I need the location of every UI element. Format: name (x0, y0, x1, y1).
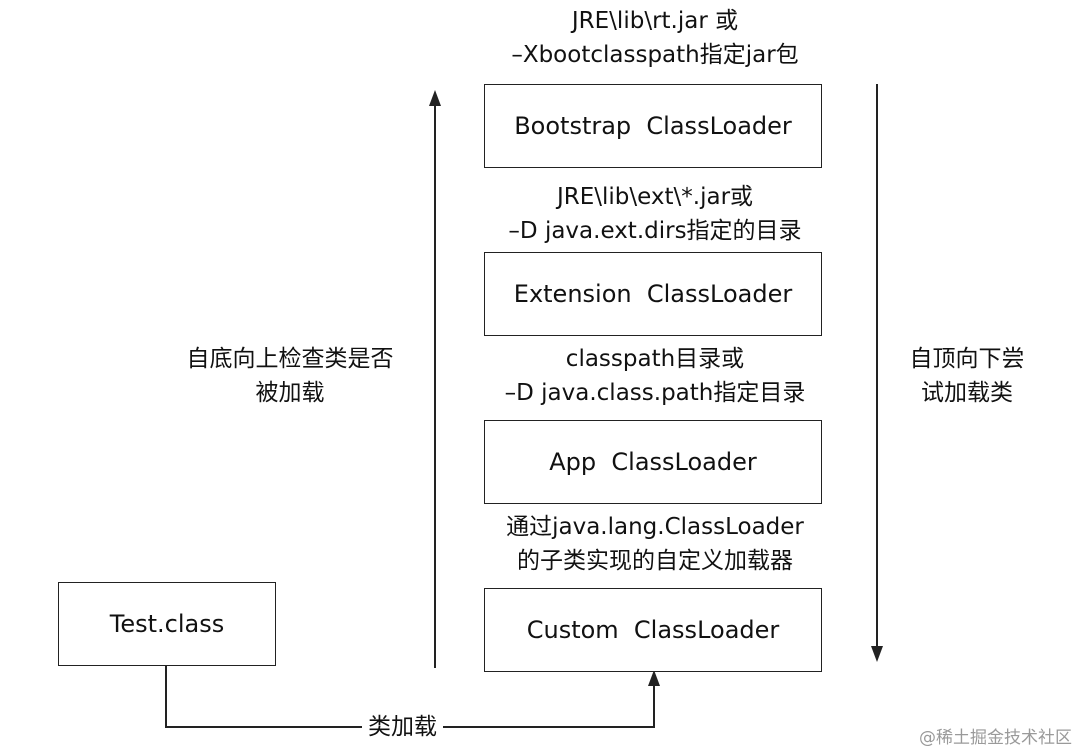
bootstrap-note: JRE\lib\rt.jar 或 –Xbootclasspath指定jar包 (511, 8, 799, 68)
app-note: classpath目录或 –D java.class.path指定目录 (504, 346, 806, 406)
custom-note: 通过java.lang.ClassLoader 的子类实现的自定义加载器 (506, 514, 804, 574)
bootstrap-classloader-box: Bootstrap ClassLoader (484, 84, 822, 168)
extension-classloader-box: Extension ClassLoader (484, 252, 822, 336)
test-class-box: Test.class (58, 582, 276, 666)
class-load-arrowhead (648, 670, 660, 686)
top-down-arrowhead (871, 646, 883, 662)
bottom-up-arrowhead (429, 90, 441, 106)
class-load-label: 类加载 (362, 712, 443, 742)
app-classloader-box: App ClassLoader (484, 420, 822, 504)
watermark: @稀土掘金技术社区 (919, 728, 1072, 748)
bottom-up-label: 自底向上检查类是否 被加载 (186, 346, 394, 406)
extension-note: JRE\lib\ext\*.jar或 –D java.ext.dirs指定的目录 (508, 184, 802, 244)
top-down-label: 自顶向下尝 试加载类 (909, 346, 1025, 406)
custom-classloader-box: Custom ClassLoader (484, 588, 822, 672)
